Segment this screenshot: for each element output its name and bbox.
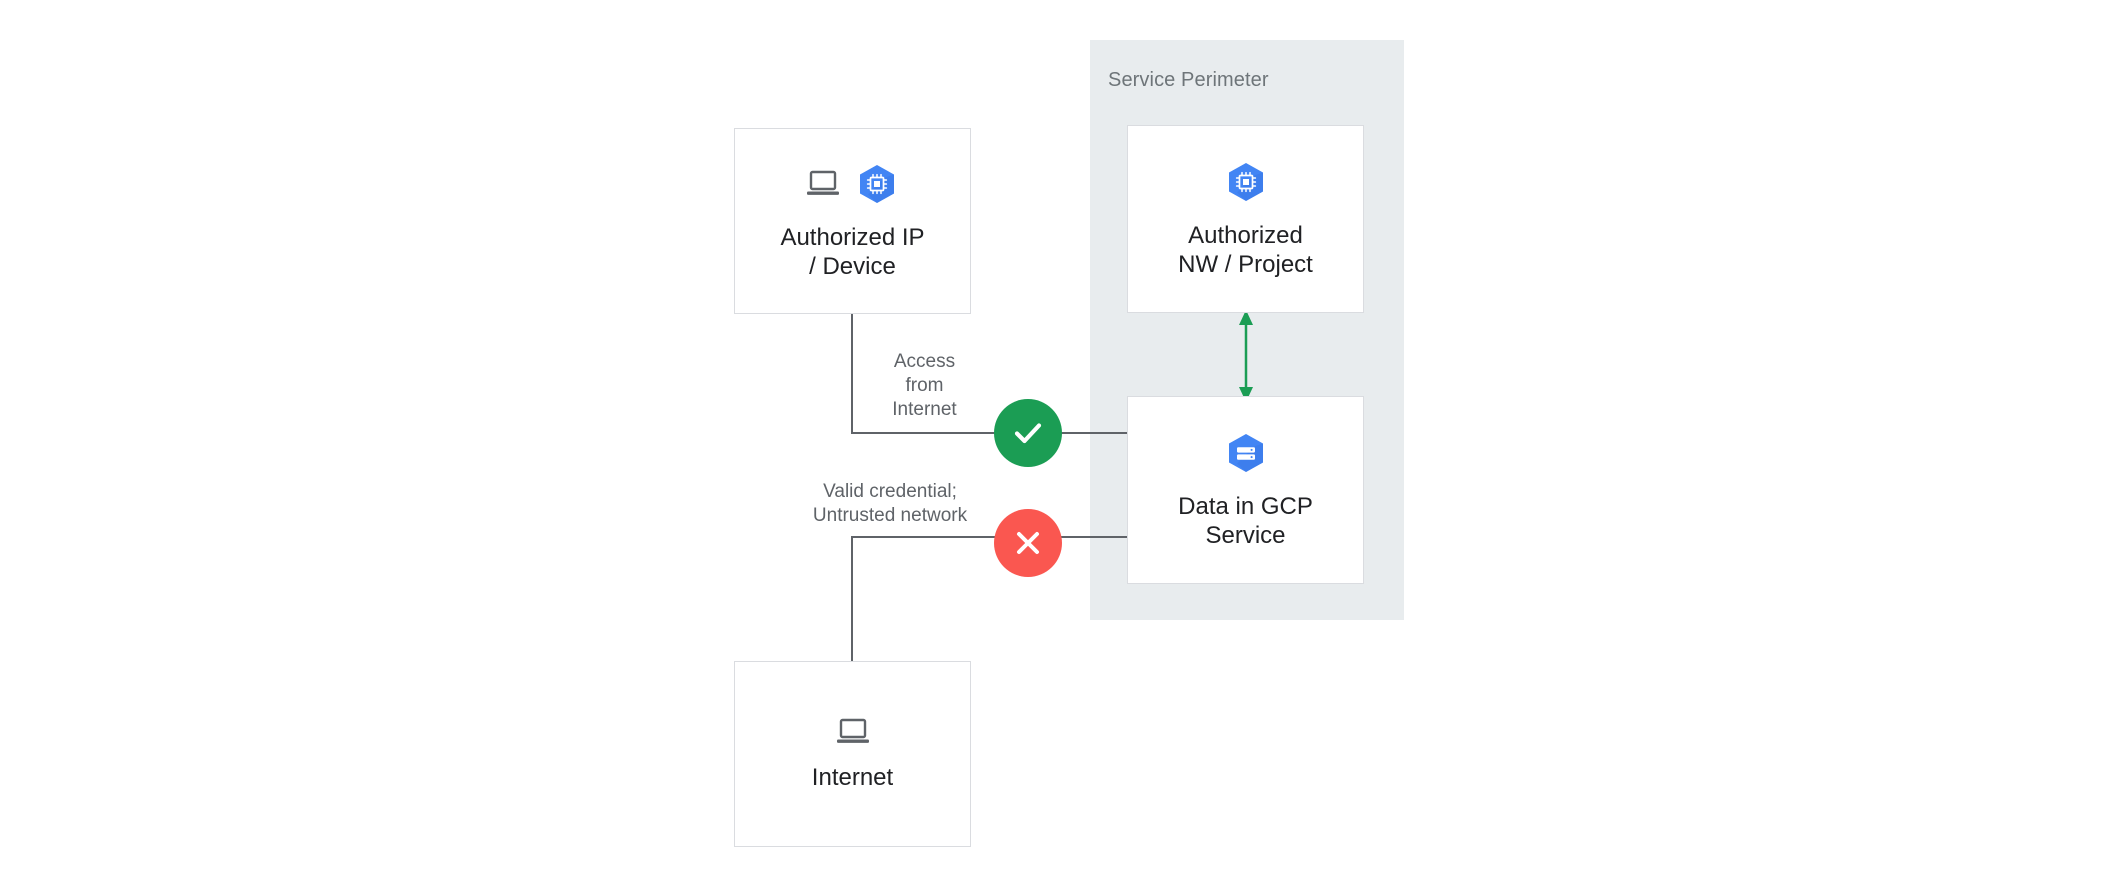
node-label: Data in GCP Service	[1178, 493, 1313, 549]
connector-denied-to-data	[1053, 536, 1128, 538]
connector-authorized-ip-horizontal	[851, 432, 1003, 434]
connector-allowed-to-data	[1053, 432, 1128, 434]
status-badge-denied[interactable]	[994, 509, 1062, 577]
node-icon-group	[1223, 430, 1269, 476]
connector-internet-horizontal	[851, 536, 1003, 538]
laptop-icon	[806, 170, 839, 195]
node-icon-group	[1223, 159, 1269, 205]
connector-internet-vertical	[851, 537, 853, 662]
node-authorized-nw-project[interactable]: Authorized NW / Project	[1127, 125, 1364, 313]
check-icon	[1014, 423, 1042, 444]
node-label: Internet	[811, 763, 894, 791]
chip-hexagon-icon	[859, 165, 894, 203]
edge-label-allowed-access: Access from Internet	[892, 351, 957, 420]
node-icon-group	[806, 161, 900, 207]
close-icon	[1017, 532, 1039, 554]
laptop-icon	[836, 718, 869, 743]
chip-hexagon-icon	[1228, 163, 1263, 201]
node-data-in-gcp-service[interactable]: Data in GCP Service	[1127, 396, 1364, 584]
status-badge-allowed[interactable]	[994, 399, 1062, 467]
connector-authorized-ip-vertical	[851, 314, 853, 434]
node-icon-group	[836, 717, 870, 747]
internal-traffic-arrow-icon	[1239, 310, 1253, 402]
node-label: Authorized NW / Project	[1178, 222, 1313, 278]
node-label: Authorized IP / Device	[780, 224, 925, 280]
node-internet[interactable]: Internet	[734, 661, 971, 847]
edge-label-denied-access: Valid credential; Untrusted network	[812, 481, 968, 526]
database-hexagon-icon	[1228, 434, 1263, 472]
node-authorized-ip-device[interactable]: Authorized IP / Device	[734, 128, 971, 314]
service-perimeter-label: Service Perimeter	[1108, 69, 1269, 91]
